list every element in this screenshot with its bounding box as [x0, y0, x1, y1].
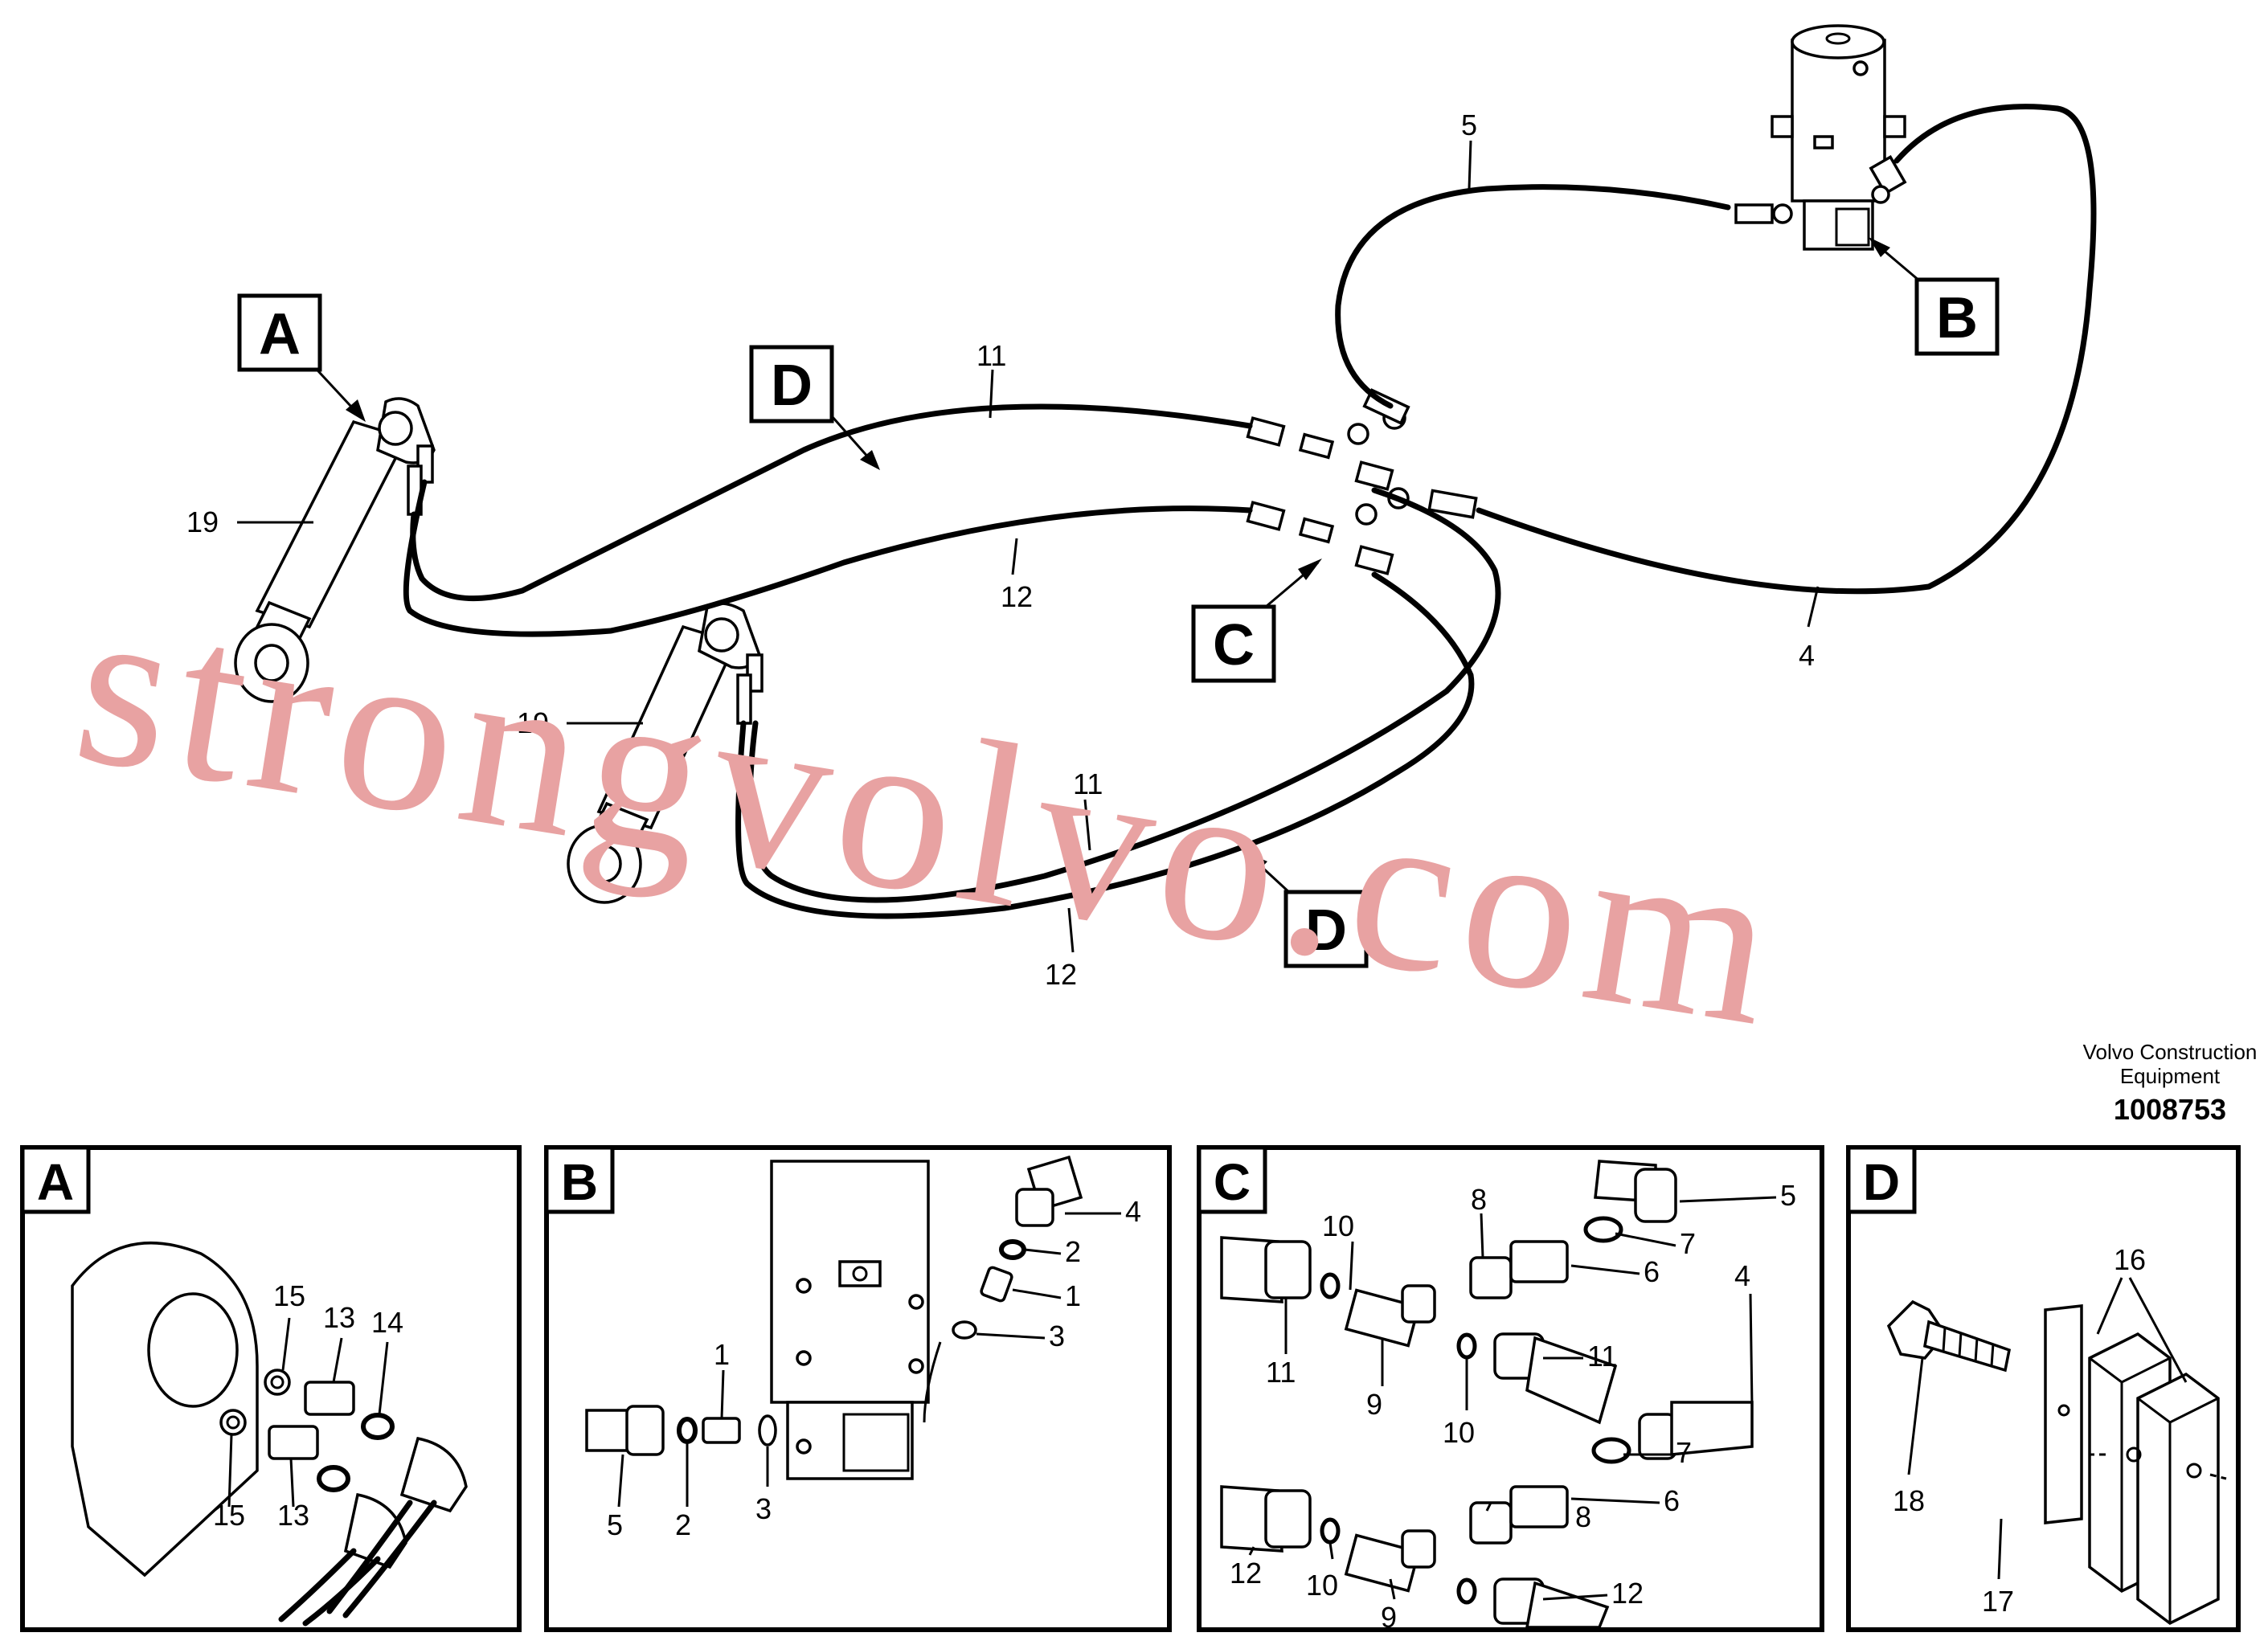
callout-letter-B: B	[1936, 286, 1978, 350]
label-7-top: 7	[1680, 1227, 1696, 1260]
panel-letter-D: D	[1863, 1153, 1900, 1211]
fittings-cluster	[1246, 155, 1907, 575]
panel-letter-C: C	[1214, 1153, 1251, 1211]
part-number-11-lower: 11	[1073, 767, 1103, 800]
label-2-right: 2	[1065, 1235, 1081, 1268]
label-4: 4	[1734, 1259, 1750, 1292]
detail-panel-A: A 15 13 14 15 13	[20, 1145, 522, 1632]
label-18: 18	[1893, 1484, 1925, 1517]
main-leaders	[237, 140, 1926, 953]
label-8-bottom: 8	[1575, 1500, 1591, 1533]
label-10-top: 10	[1322, 1209, 1354, 1242]
drawing-reference-number: 1008753	[2114, 1093, 2226, 1126]
callout-letter-C: C	[1213, 613, 1255, 677]
publisher-name: Volvo Construction	[2083, 1040, 2258, 1064]
label-11-left: 11	[1266, 1356, 1296, 1389]
label-4: 4	[1125, 1195, 1141, 1228]
label-12-right: 12	[1611, 1577, 1644, 1610]
callout-letter-D-upper: D	[771, 354, 813, 418]
label-6-bottom: 6	[1664, 1484, 1680, 1517]
label-5: 5	[607, 1508, 623, 1541]
label-8-top: 8	[1471, 1183, 1487, 1216]
callout-letter-D-lower: D	[1305, 898, 1347, 963]
panel-letter-B: B	[561, 1153, 598, 1211]
watermark-text: strongvolvo.com	[61, 552, 1798, 1076]
detail-panel-B: B 4 2 1 3 1 5 2 3	[544, 1145, 1172, 1632]
label-5: 5	[1780, 1179, 1796, 1212]
detail-panel-D: D 16 18 17	[1846, 1145, 2241, 1632]
part-number-12-upper: 12	[1001, 580, 1033, 613]
callout-box-D-upper: D	[749, 345, 834, 424]
swivel-valve	[1771, 24, 1906, 251]
label-13-bottom: 13	[277, 1499, 309, 1532]
label-3-right: 3	[1049, 1320, 1065, 1352]
label-9-bottom: 9	[1381, 1601, 1397, 1634]
main-assembly: A D B C D 5 4 11 12 11 12 19 19 Volvo Co…	[186, 24, 2258, 1126]
label-6-top: 6	[1644, 1255, 1660, 1288]
part-number-19-upper: 19	[186, 505, 219, 538]
label-1-right: 1	[1065, 1279, 1081, 1312]
label-15-top: 15	[273, 1279, 305, 1312]
label-7-bottom: 7	[1676, 1436, 1692, 1469]
label-11-right: 11	[1587, 1340, 1617, 1373]
detail-panel-C: C	[1197, 1145, 1824, 1634]
hoses	[403, 104, 2097, 919]
part-number-12-lower: 12	[1045, 958, 1077, 991]
publisher-name-line2: Equipment	[2120, 1064, 2221, 1088]
label-14: 14	[371, 1306, 403, 1339]
part-number-4: 4	[1799, 639, 1815, 672]
label-2-left: 2	[675, 1508, 691, 1541]
label-16: 16	[2114, 1243, 2146, 1276]
hydraulic-cylinder-lower	[567, 602, 764, 904]
label-10-middle: 10	[1443, 1416, 1475, 1449]
callout-letter-A: A	[259, 302, 301, 366]
part-number-5: 5	[1461, 108, 1477, 141]
label-17: 17	[1982, 1585, 2014, 1618]
label-12-left: 12	[1230, 1557, 1262, 1590]
label-15-bottom: 15	[213, 1499, 245, 1532]
label-3-left: 3	[755, 1492, 772, 1525]
callout-box-D-lower: D	[1283, 890, 1369, 968]
label-9-top: 9	[1366, 1388, 1382, 1421]
panel-letter-A: A	[37, 1153, 74, 1211]
hydraulic-cylinder-upper	[234, 397, 436, 703]
label-10-bottom: 10	[1306, 1569, 1338, 1602]
callout-box-A: A	[237, 293, 322, 372]
callout-box-B: B	[1914, 277, 2000, 356]
label-1-left: 1	[714, 1338, 730, 1371]
part-number-19-lower: 19	[517, 706, 549, 739]
part-number-11-upper: 11	[976, 339, 1006, 372]
callout-box-C: C	[1191, 604, 1276, 683]
label-13-top: 13	[323, 1301, 355, 1334]
